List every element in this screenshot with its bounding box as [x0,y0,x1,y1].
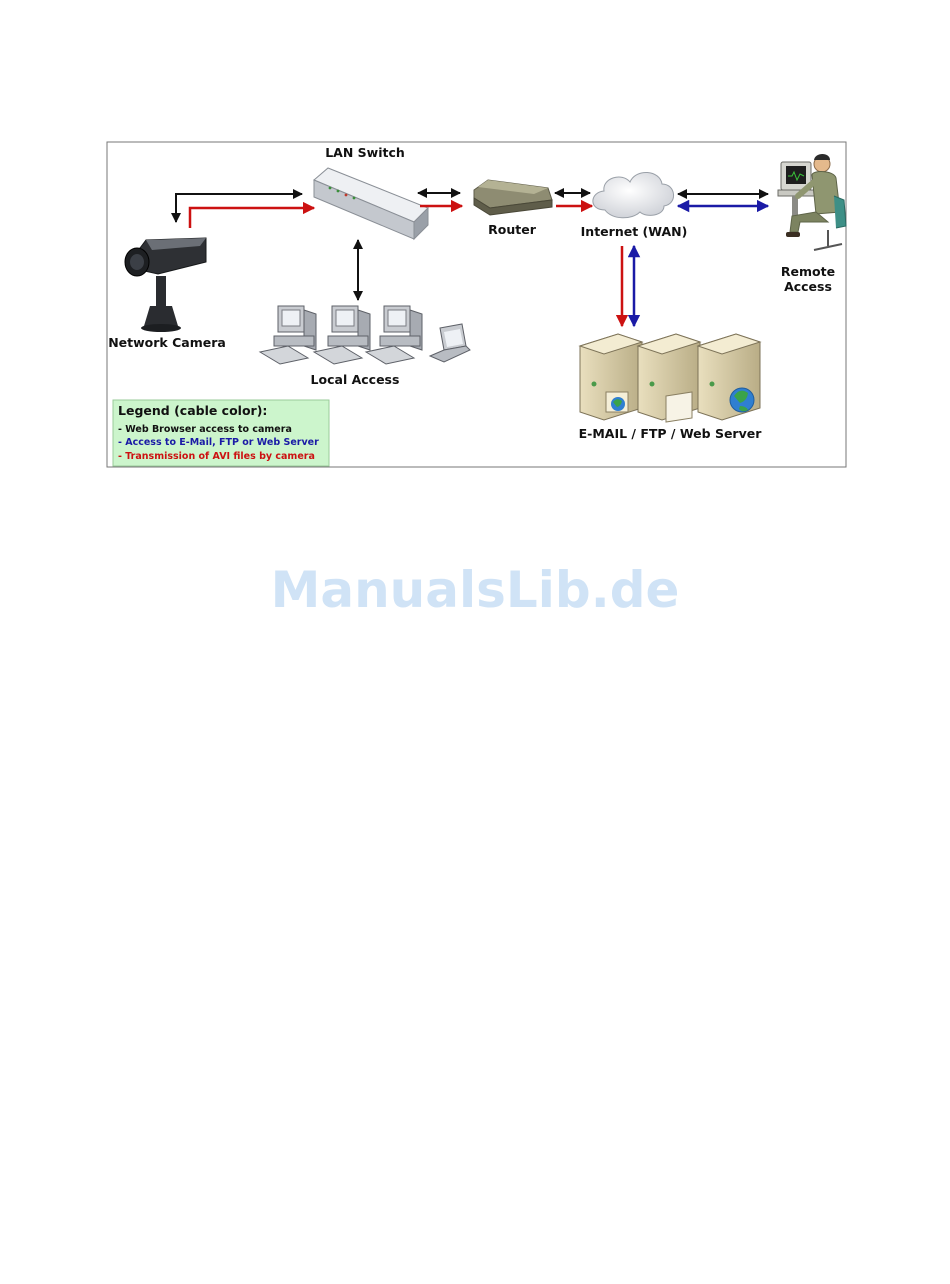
ftp-server-icon [638,334,700,422]
email-server-icon [580,334,642,420]
legend-item-black: - Web Browser access to camera [118,424,292,435]
legend-item-blue: - Access to E-Mail, FTP or Web Server [118,437,319,448]
network-camera-label: Network Camera [108,335,226,350]
web-server-icon [698,334,760,420]
remote-access-label-line2: Access [784,279,832,294]
internet-label: Internet (WAN) [581,224,688,239]
remote-access-label-line1: Remote [781,264,835,279]
lan-switch-label: LAN Switch [325,145,405,160]
legend-title: Legend (cable color): [118,403,267,418]
legend: Legend (cable color): - Web Browser acce… [113,400,329,466]
router-label: Router [488,222,537,237]
legend-item-red: - Transmission of AVI files by camera [118,451,315,462]
servers-label: E-MAIL / FTP / Web Server [579,426,763,441]
watermark: ManualsLib.de [271,561,680,619]
local-access-label: Local Access [311,372,400,387]
